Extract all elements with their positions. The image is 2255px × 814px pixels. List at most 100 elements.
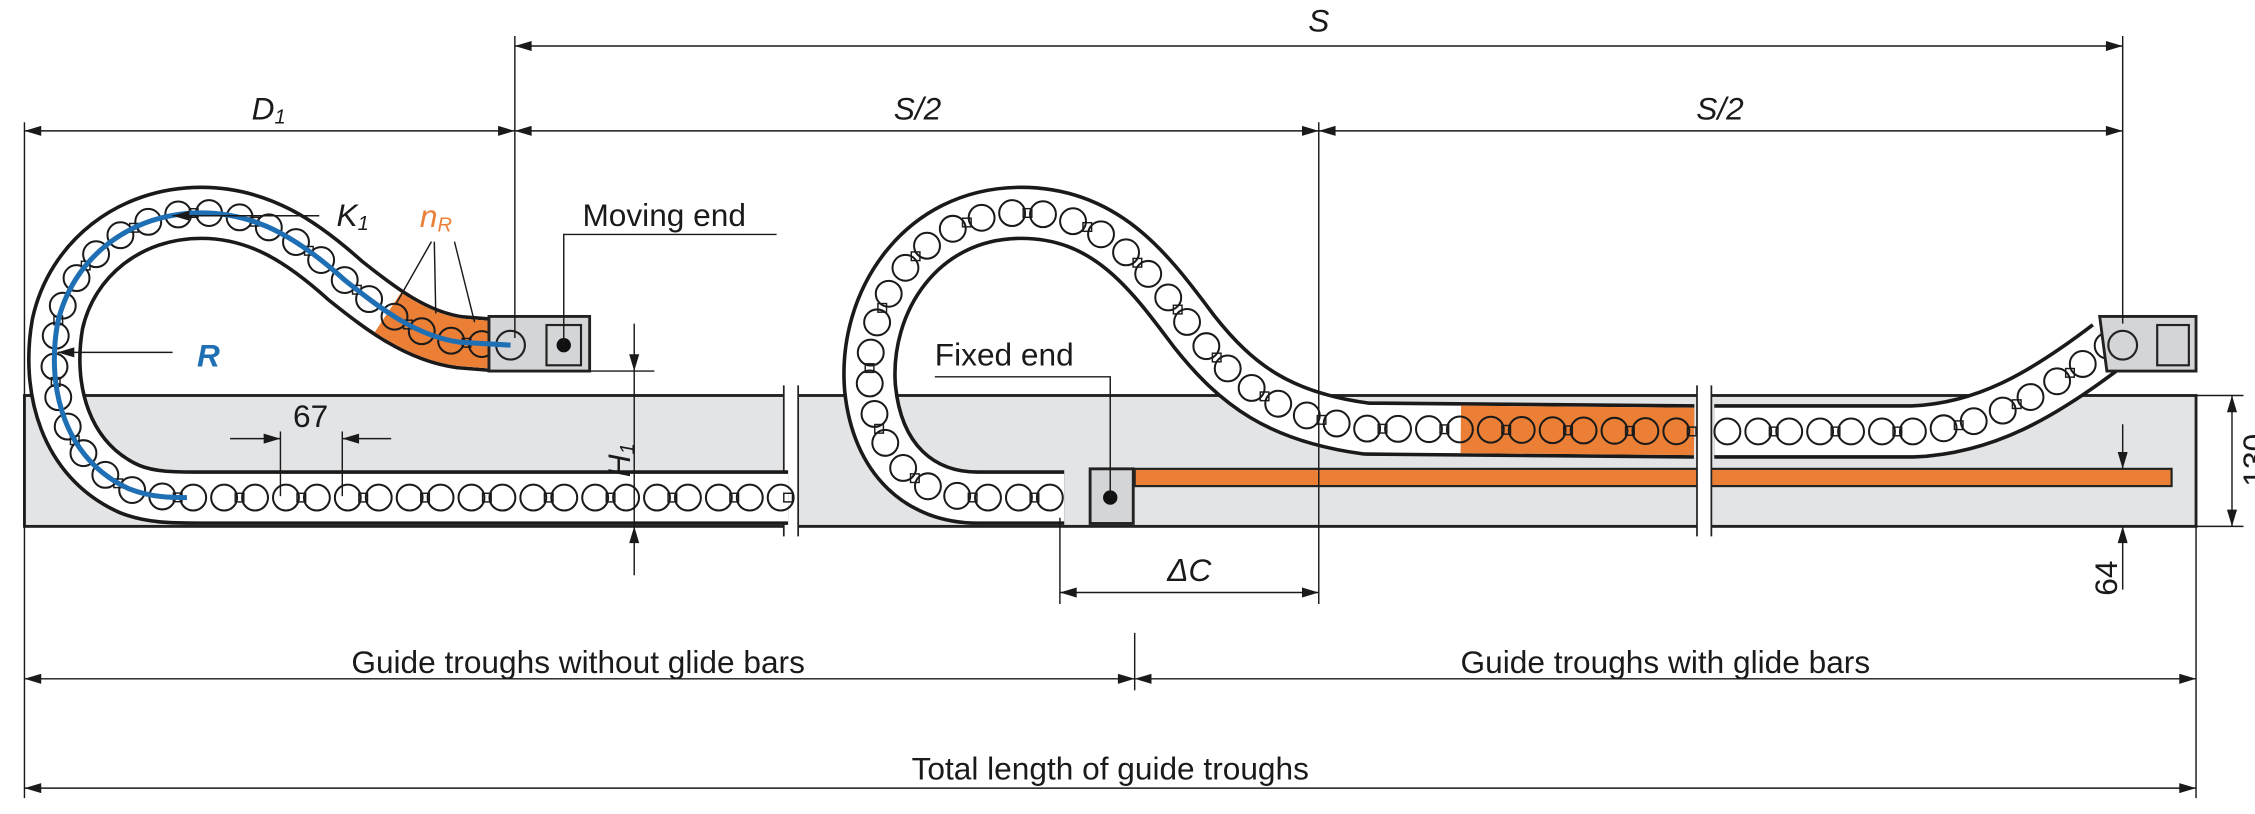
bend-radius-line	[51, 210, 511, 501]
chain-link-slot	[1439, 424, 1450, 435]
label-nR: nR	[420, 198, 452, 236]
chain-link-pin	[1569, 416, 1598, 445]
chain-link-pin	[1600, 416, 1629, 445]
chain-link-pin	[891, 253, 920, 282]
chain-link-pin	[1035, 483, 1064, 512]
chain-link-pin	[426, 483, 455, 512]
dim-delta-C: ΔC	[1166, 552, 1212, 588]
chain-link-pin	[395, 483, 424, 512]
chain-link-pin	[1415, 415, 1443, 444]
chain-link-pin	[488, 483, 517, 512]
chain-link-pin	[1112, 238, 1141, 267]
chain-link-slot	[1686, 426, 1697, 437]
moving-end-bracket-right	[2098, 314, 2198, 373]
chain-link-pin	[643, 483, 671, 512]
chain-link-pin	[874, 279, 903, 308]
label-with-glide-bars: Guide troughs with glide bars	[1461, 644, 1871, 680]
chain-link-slot	[783, 492, 794, 503]
chain-link-pin	[1445, 415, 1474, 444]
dimension-lines	[23, 35, 2244, 799]
chain-link-pin	[855, 369, 884, 398]
chain-link-pin	[1744, 417, 1773, 446]
chain-link-pin	[1029, 200, 1057, 229]
dim-glide-bar-height: 64	[2088, 561, 2124, 596]
chain-link-pin	[1237, 374, 1266, 402]
chain-link-pin	[1476, 415, 1505, 444]
chain-link-slot	[1501, 424, 1512, 435]
chain-link-pin	[1004, 483, 1033, 512]
chain-link-pin	[519, 483, 548, 512]
label-total-length: Total length of guide troughs	[912, 750, 1309, 786]
chain-link-pin	[612, 483, 641, 512]
glide-bar	[1133, 467, 2173, 488]
chain-link-slot	[961, 217, 972, 228]
chain-link-slot	[1953, 420, 1964, 431]
chain-link-pin	[860, 400, 889, 428]
chain-link-pin	[1059, 207, 1087, 236]
chain-link-pin	[889, 454, 918, 482]
chain-link-pin	[1898, 417, 1927, 446]
chain-link-pin	[1192, 332, 1221, 361]
chain-link-pin	[1322, 409, 1351, 438]
chain-link-pin	[106, 221, 135, 250]
chain-link-pin	[673, 483, 702, 512]
break-mark-right	[1696, 385, 1713, 537]
dim-S-half-left: S/2	[894, 90, 942, 126]
label-fixed-end: Fixed end	[935, 336, 1074, 372]
chain-link-pin	[943, 481, 972, 510]
chain-link-pin	[241, 483, 269, 512]
chain-link-slot	[877, 302, 888, 313]
chain-link-pin	[1264, 389, 1293, 418]
chain-link-slot	[358, 492, 369, 503]
chain-link-pin	[69, 439, 98, 468]
chain-link-pin	[1087, 220, 1115, 249]
chain-link-pin	[1988, 396, 2017, 425]
chain-link-pin	[118, 476, 147, 504]
chain-link-slot	[543, 492, 554, 503]
chain-link-pin	[871, 428, 900, 457]
chain-link-slot	[967, 492, 978, 503]
chain-link-slot	[1316, 414, 1327, 425]
chain-link-pin	[1868, 417, 1896, 446]
dim-S-half-right: S/2	[1696, 90, 1744, 126]
chain-link-pin	[1213, 354, 1242, 383]
chain-link-slot	[1377, 423, 1388, 434]
chain-link-slot	[1562, 425, 1574, 436]
chain-link-slot	[2011, 399, 2022, 410]
chain-link-pin	[333, 483, 362, 512]
chain-link-slot	[605, 492, 616, 503]
chain-link-pin	[1154, 283, 1183, 312]
chain-link-pin	[938, 214, 967, 243]
dim-trough-height: 130	[2236, 434, 2255, 487]
chain-link-pin	[1538, 416, 1567, 445]
chain-link-slot	[481, 492, 492, 503]
chain-link-pin	[91, 460, 120, 489]
chain-link-pin	[254, 213, 283, 242]
chain-link-pin	[282, 228, 310, 257]
chain-link-pin	[1173, 308, 1202, 336]
chain-link-pin	[974, 483, 1002, 512]
chain-link-pin	[766, 483, 795, 512]
dim-pitch: 67	[293, 398, 328, 434]
chain-link-pin	[1631, 417, 1660, 445]
chain-link-pin	[364, 483, 393, 512]
chain-link-slot	[729, 492, 740, 503]
chain-link-slot	[1830, 426, 1841, 437]
chain-link-pin	[1662, 417, 1691, 446]
chain-link-pin	[1134, 259, 1163, 288]
chain-link-pin	[2043, 367, 2072, 396]
label-moving-end: Moving end	[582, 197, 746, 233]
chain-link-slot	[1082, 221, 1093, 233]
chain-link-pin	[1929, 414, 1958, 443]
chain-link-pin	[407, 317, 436, 346]
chain-link-pin	[1837, 417, 1866, 446]
chain-link-pin	[272, 483, 300, 512]
chain-link-pin	[704, 483, 733, 512]
chain-link-pin	[380, 302, 409, 331]
chain-link-pin	[82, 240, 111, 269]
chain-link-pin	[307, 246, 336, 275]
chain-link-slot	[667, 492, 678, 503]
chain-link-slot	[296, 492, 307, 503]
chain-link-pin	[550, 483, 579, 512]
